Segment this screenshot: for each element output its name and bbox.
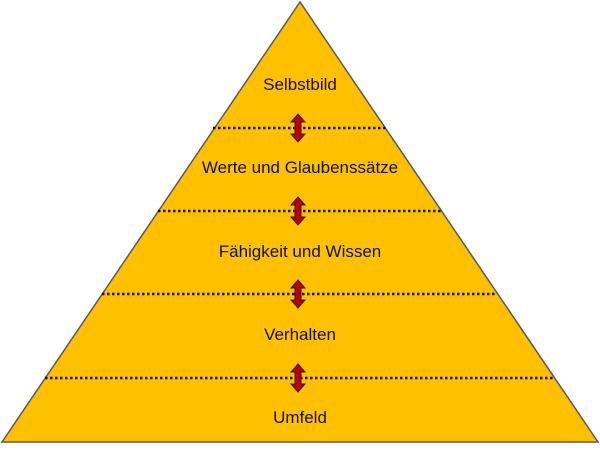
double-arrow-icon [289, 113, 307, 143]
level-label-verhalten: Verhalten [264, 325, 336, 344]
level-label-selbstbild: Selbstbild [263, 75, 337, 94]
double-arrow-icon [289, 279, 307, 309]
level-label-faehigkeit: Fähigkeit und Wissen [218, 242, 382, 261]
double-arrow-icon [289, 363, 307, 393]
double-arrow-icon [289, 196, 307, 226]
level-label-umfeld: Umfeld [273, 408, 327, 427]
level-label-werte: Werte und Glaubenssätze [201, 158, 399, 177]
